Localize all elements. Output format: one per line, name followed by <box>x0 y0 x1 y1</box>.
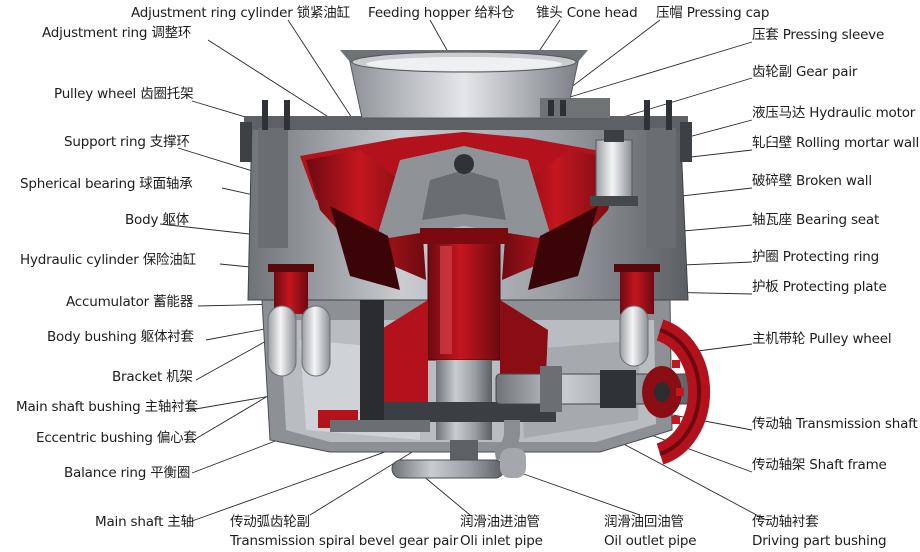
hydraulic-motor <box>540 98 638 206</box>
label-bracket: Bracket 机架 <box>112 369 193 385</box>
label-oil-outlet-en: Oil outlet pipe <box>604 533 697 549</box>
label-transmission-shaft: 传动轴 Transmission shaft <box>752 416 918 432</box>
label-pulley-wheel: 主机带轮 Pulley wheel <box>752 331 892 347</box>
accumulators <box>267 305 649 377</box>
label-accumulator: Accumulator 蓄能器 <box>66 294 194 310</box>
label-body: Body 躯体 <box>125 212 189 228</box>
label-broken-wall: 破碎壁 Broken wall <box>752 173 872 189</box>
label-drive-bushing-en: Driving part bushing <box>752 533 887 549</box>
label-oil-inlet-en: Oli inlet pipe <box>460 533 543 549</box>
label-oil-inlet-cn: 润滑油进油管 <box>460 514 540 530</box>
main-shaft <box>420 228 508 462</box>
label-pulley-wheel-bracket: Pulley wheel 齿圈托架 <box>54 86 194 102</box>
label-main-shaft-bushing: Main shaft bushing 主轴衬套 <box>16 399 198 415</box>
label-adjustment-ring-cylinder: Adjustment ring cylinder 锁紧油缸 <box>131 5 350 21</box>
label-shaft-frame: 传动轴架 Shaft frame <box>752 457 887 473</box>
label-cone-head: 锥头 Cone head <box>536 5 638 21</box>
balance-ring <box>318 410 430 432</box>
label-balance-ring: Balance ring 平衡圈 <box>64 465 191 481</box>
crushing-chamber <box>300 132 628 290</box>
label-support-ring: Support ring 支撑环 <box>64 134 190 150</box>
label-eccentric-bushing: Eccentric bushing 偏心套 <box>36 430 197 446</box>
label-spiral-gear-en: Transmission spiral bevel gear pair <box>230 533 459 549</box>
label-pressing-sleeve: 压套 Pressing sleeve <box>752 27 885 43</box>
label-hydraulic-cylinder: Hydraulic cylinder 保险油缸 <box>20 252 196 268</box>
label-body-bushing: Body bushing 躯体衬套 <box>47 329 194 345</box>
label-main-shaft: Main shaft 主轴 <box>95 514 194 530</box>
label-adjustment-ring: Adjustment ring 调整环 <box>42 25 192 41</box>
label-pressing-cap: 压帽 Pressing cap <box>656 5 770 21</box>
oil-pipes <box>391 420 526 479</box>
label-hydraulic-motor: 液压马达 Hydraulic motor <box>752 105 916 121</box>
label-feeding-hopper: Feeding hopper 给料仓 <box>368 5 515 21</box>
label-spiral-gear-cn: 传动弧齿轮副 <box>230 514 310 530</box>
label-bearing-seat: 轴瓦座 Bearing seat <box>752 212 880 228</box>
label-gear-pair: 齿轮副 Gear pair <box>752 64 858 80</box>
feeding-hopper <box>340 50 588 119</box>
label-protecting-ring: 护圈 Protecting ring <box>752 249 880 265</box>
label-rolling-mortar-wall: 轧臼壁 Rolling mortar wall <box>752 135 920 151</box>
pulley-wheel <box>642 319 711 465</box>
label-oil-outlet-cn: 润滑油回油管 <box>604 514 684 530</box>
label-protecting-plate: 护板 Protecting plate <box>752 279 887 295</box>
label-spherical-bearing: Spherical bearing 球面轴承 <box>20 176 193 192</box>
label-drive-bushing-cn: 传动轴衬套 <box>752 514 819 530</box>
